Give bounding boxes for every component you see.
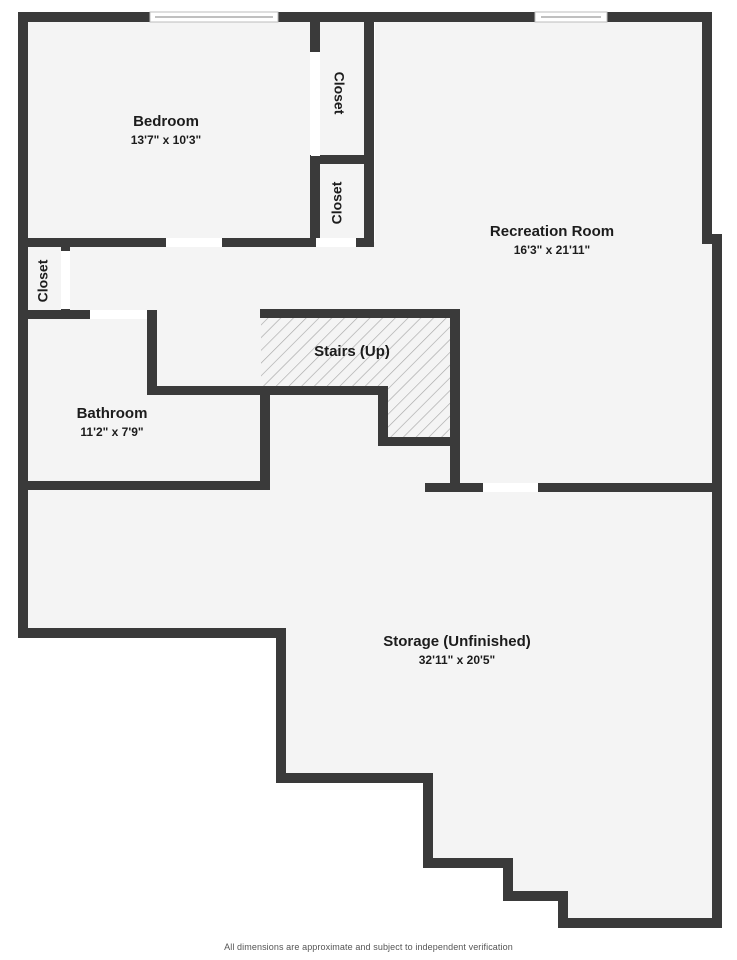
wall-bedroom-closet-divider-bottom	[310, 158, 320, 245]
wall-storage-step-1-vertical	[276, 628, 286, 783]
room-dims-recreation-room: 16'3" x 21'11"	[514, 243, 590, 257]
recreation-room-floor	[375, 12, 722, 490]
closet-labels: Closet Closet Closet	[35, 72, 348, 303]
room-label-bathroom: Bathroom	[77, 405, 148, 422]
closet-hall-floor	[18, 242, 70, 318]
wall-closet-hall-right	[61, 242, 70, 252]
wall-recreation-west	[450, 437, 460, 490]
wall-closet-right	[364, 12, 374, 245]
wall-bathroom-south	[18, 481, 270, 490]
wall-stairs-inner-horizontal	[260, 386, 386, 395]
door-closet-bedroom-upper-opening	[311, 52, 320, 156]
room-label-recreation-room: Recreation Room	[490, 223, 614, 240]
wall-stairs-top	[260, 309, 460, 318]
room-label-bedroom: Bedroom	[133, 113, 199, 130]
wall-bedroom-south-right	[222, 238, 314, 247]
wall-storage-step-1-horizontal	[18, 628, 286, 638]
wall-closet-between	[310, 155, 374, 164]
wall-storage-step-4-vertical	[558, 891, 568, 928]
stairs-region	[261, 311, 457, 441]
room-labels: Bedroom 13'7" x 10'3" Recreation Room 16…	[77, 113, 615, 667]
floor-fills	[18, 12, 722, 928]
bedroom-floor	[18, 12, 310, 242]
door-openings	[61, 52, 538, 492]
stairs-label: Stairs (Up)	[314, 343, 390, 360]
wall-recreation-south-left	[425, 483, 483, 492]
wall-recreation-south-right	[538, 483, 712, 492]
wall-storage-step-4-horizontal	[503, 891, 568, 901]
wall-top-recreation-left	[374, 12, 535, 22]
closet-label-hall: Closet	[35, 259, 51, 302]
closet-bedroom-lower-floor	[311, 160, 366, 245]
room-dims-bathroom: 11'2" x 7'9"	[80, 425, 143, 439]
wall-stairs-right	[450, 309, 460, 446]
wall-stairs-inner-vertical	[378, 386, 388, 441]
walls	[18, 12, 722, 928]
wall-right-lower	[712, 234, 722, 928]
wall-storage-step-3-vertical	[503, 858, 513, 901]
windows	[149, 11, 608, 23]
closet-label-bedroom-lower: Closet	[329, 181, 345, 224]
wall-storage-step-2-vertical	[423, 773, 433, 868]
room-dims-storage: 32'11" x 20'5"	[419, 653, 495, 667]
wall-storage-step-2-horizontal	[276, 773, 433, 783]
room-label-storage: Storage (Unfinished)	[383, 633, 531, 650]
wall-right-upper	[702, 12, 712, 244]
wall-storage-step-3-horizontal	[423, 858, 513, 868]
wall-bathroom-east-lower	[147, 386, 269, 395]
stairs-hatch-fill	[261, 311, 457, 441]
closet-label-bedroom-upper: Closet	[331, 72, 347, 115]
wall-bathroom-east	[147, 310, 157, 394]
wall-left-outer	[18, 12, 28, 638]
wall-top-recreation-right	[607, 12, 712, 22]
door-closet-bedroom-lower-opening	[316, 238, 356, 247]
door-bathroom-north-opening	[90, 310, 147, 319]
wall-top-bedroom-right	[278, 12, 374, 22]
wall-closet-lower-bottom-right	[356, 238, 374, 247]
closet-bedroom-upper-floor	[319, 12, 366, 160]
room-dims-bedroom: 13'7" x 10'3"	[131, 133, 201, 147]
wall-hall-stairs-vertical	[260, 386, 270, 490]
wall-stairs-bottom-lower	[378, 437, 460, 446]
hall-floor	[18, 242, 375, 490]
disclaimer-text: All dimensions are approximate and subje…	[224, 942, 513, 952]
wall-bedroom-south-left	[18, 238, 166, 247]
wall-closet-hall-bottom	[18, 310, 90, 319]
door-bedroom-south-opening	[166, 238, 222, 247]
storage-floor	[18, 490, 722, 928]
wall-bedroom-closet-divider-top	[310, 12, 320, 52]
door-recreation-south-opening	[483, 483, 538, 492]
wall-top-bedroom-left	[18, 12, 150, 22]
wall-storage-bottom	[558, 918, 722, 928]
door-closet-hall-opening	[61, 251, 70, 309]
